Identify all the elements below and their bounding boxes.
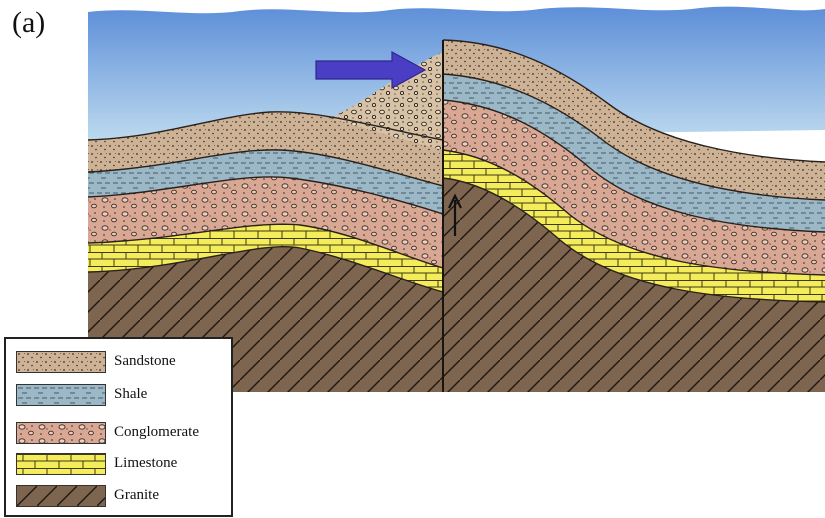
- legend-item-sandstone: Sandstone: [16, 351, 231, 373]
- legend-label-granite: Granite: [114, 487, 159, 504]
- legend: Sandstone Shale Conglomerate Limestone G…: [4, 337, 233, 517]
- sandstone-swatch: [16, 351, 106, 373]
- legend-label-limestone: Limestone: [114, 455, 177, 472]
- granite-swatch: [16, 485, 106, 507]
- legend-item-granite: Granite: [16, 485, 231, 507]
- legend-item-limestone: Limestone: [16, 453, 231, 475]
- limestone-swatch: [16, 453, 106, 475]
- conglomerate-swatch: [16, 422, 106, 444]
- panel-label: (a): [12, 6, 45, 40]
- shale-swatch: [16, 384, 106, 406]
- legend-label-sandstone: Sandstone: [114, 353, 176, 370]
- legend-label-conglomerate: Conglomerate: [114, 424, 199, 441]
- legend-label-shale: Shale: [114, 386, 147, 403]
- legend-item-shale: Shale: [16, 384, 231, 406]
- legend-item-conglomerate: Conglomerate: [16, 422, 231, 444]
